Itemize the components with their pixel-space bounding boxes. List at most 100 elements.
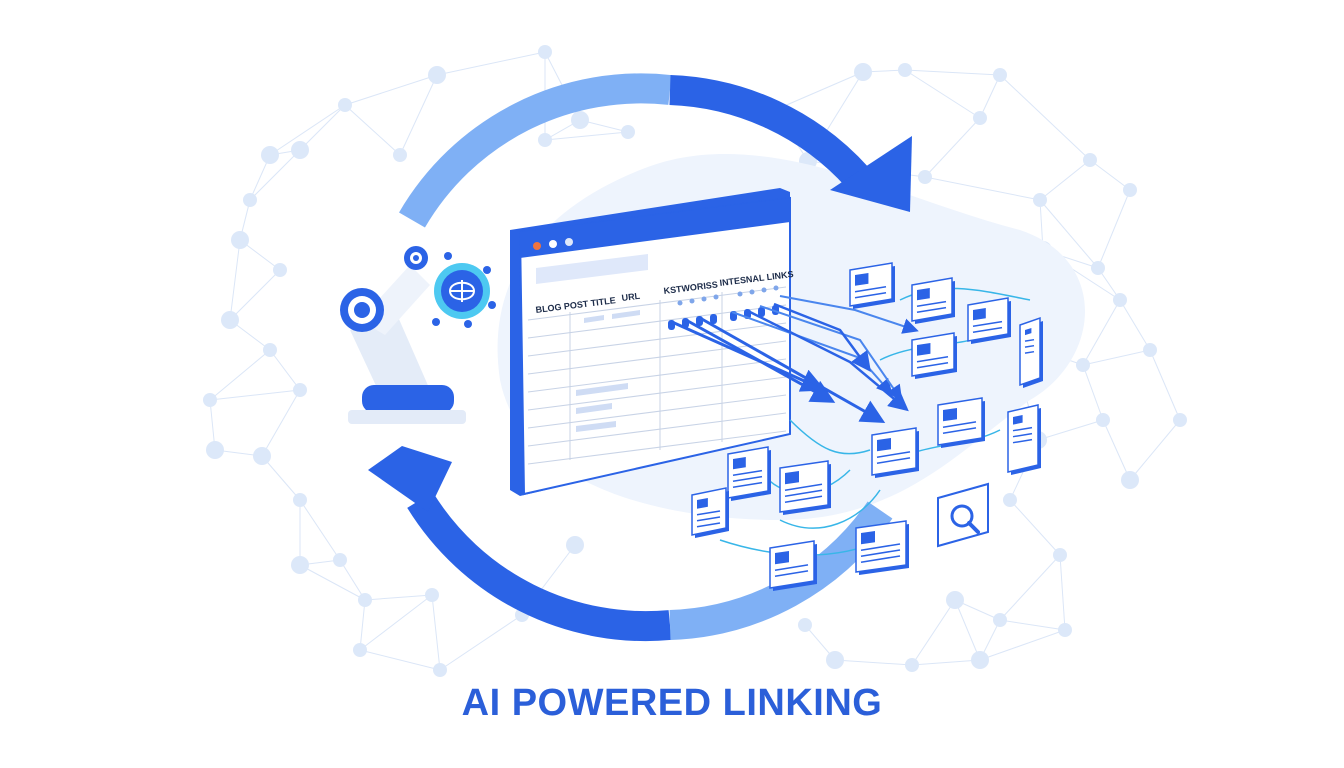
network-edge [1082, 349, 1151, 366]
top-arc-light [399, 73, 672, 228]
network-node [538, 133, 552, 147]
network-edge [911, 659, 981, 666]
network-edge [999, 74, 1091, 161]
network-edge [359, 649, 441, 671]
network-node [428, 66, 446, 84]
network-node [333, 553, 347, 567]
network-node [993, 68, 1007, 82]
window-address-bar [536, 254, 648, 284]
network-node [993, 613, 1007, 627]
network-edge [436, 51, 546, 76]
robot-base-plate [348, 410, 466, 424]
network-edge [1129, 419, 1181, 481]
network-edge [359, 594, 433, 651]
network-node [905, 658, 919, 672]
browser-window: BLOG POST TITLE URL KSTWORISS INTESNAL L… [510, 188, 794, 496]
network-node [433, 663, 447, 677]
network-node [854, 63, 872, 81]
column-header-url: URL [621, 291, 641, 303]
network-edge [1089, 159, 1131, 191]
network-edge [954, 599, 981, 661]
link-arrow [779, 295, 919, 334]
link-arrow [685, 318, 836, 403]
network-edge [544, 131, 629, 141]
network-edge [344, 104, 401, 156]
page-card [855, 520, 909, 575]
keyword-dot [773, 285, 779, 291]
network-node [1091, 261, 1105, 275]
network-edge [924, 117, 981, 178]
network-node [798, 618, 812, 632]
page-card [849, 262, 895, 309]
page-card [911, 277, 955, 324]
network-edge [299, 104, 346, 151]
network-node [1096, 413, 1110, 427]
bottom-arc-dark [407, 492, 672, 642]
page-card [779, 460, 831, 515]
link-arrow [759, 305, 903, 402]
network-edge [1059, 554, 1066, 631]
network-node [353, 643, 367, 657]
window-titlebar [520, 198, 790, 258]
keyword-dot [713, 294, 719, 300]
network-node [1143, 343, 1157, 357]
network-edge [359, 599, 366, 651]
network-edge [269, 349, 301, 391]
page-card [871, 427, 919, 478]
page-card [727, 446, 771, 501]
page-card [1019, 316, 1043, 388]
page-card [911, 332, 957, 379]
network-edge [229, 239, 241, 321]
ai-orbit-dot [432, 318, 440, 326]
network-node [273, 263, 287, 277]
network-edge [364, 594, 433, 601]
network-edge [979, 629, 1066, 661]
network-edge [1037, 419, 1104, 441]
keyword-dot [761, 287, 767, 293]
keyword-chip [710, 314, 717, 324]
network-edge [774, 71, 864, 111]
ai-orbit-dot [483, 266, 491, 274]
network-edge [299, 499, 341, 561]
network-edge [1009, 499, 1061, 556]
network-edge [834, 659, 913, 666]
network-edge [999, 619, 1066, 631]
network-node [291, 556, 309, 574]
network-node [293, 383, 307, 397]
network-node [203, 393, 217, 407]
network-node [221, 311, 239, 329]
page-card [769, 540, 817, 591]
network-node [898, 63, 912, 77]
network-node [1121, 471, 1139, 489]
network-edge [261, 455, 301, 501]
network-node [1053, 548, 1067, 562]
network-node [263, 343, 277, 357]
window-dot-max [565, 238, 573, 246]
network-node [338, 98, 352, 112]
page-card [967, 297, 1011, 344]
network-node [1123, 183, 1137, 197]
network-edge [979, 74, 1001, 119]
network-node [1083, 153, 1097, 167]
table-grid [527, 286, 787, 465]
keyword-dot [737, 291, 743, 297]
network-node [393, 148, 407, 162]
network-node [1076, 358, 1090, 372]
keyword-dot [701, 296, 707, 302]
link-arrow [773, 302, 871, 373]
top-arc-dark [669, 75, 870, 189]
network-edge [999, 554, 1061, 621]
robot-arm [340, 246, 496, 424]
network-node [243, 193, 257, 207]
network-node [293, 493, 307, 507]
network-edge [209, 389, 301, 401]
network-edge [1082, 364, 1104, 421]
network-edge [269, 104, 346, 156]
page-card [691, 487, 729, 538]
network-node [973, 111, 987, 125]
network-edge [229, 269, 281, 321]
network-edge [904, 69, 1001, 76]
link-curve [789, 419, 871, 455]
ai-orbit-dot [488, 301, 496, 309]
